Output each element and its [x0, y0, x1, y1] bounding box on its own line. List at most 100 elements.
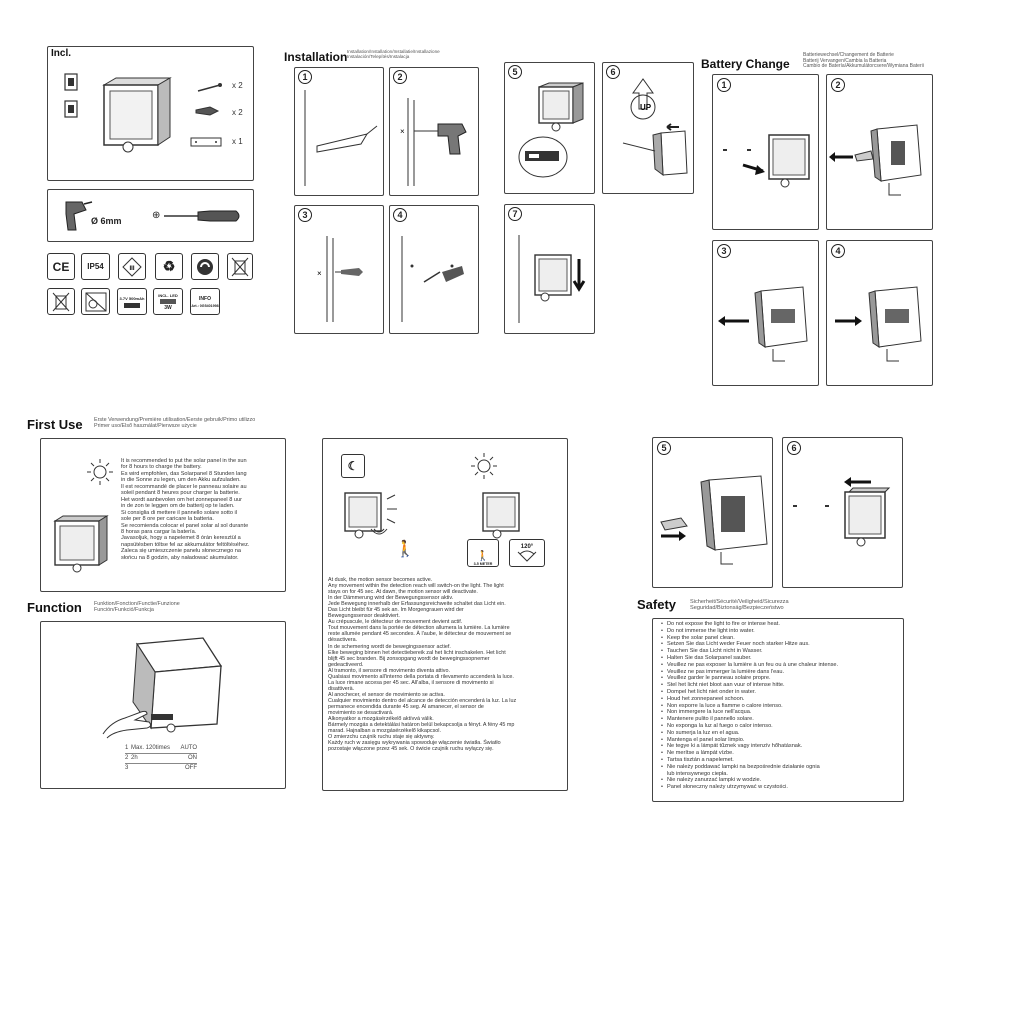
drill-size: Ø 6mm	[91, 216, 122, 226]
safety-list: •Do not expose the light to fire or inte…	[661, 621, 897, 791]
safety-item-text: Nie należy poddawać lampki na bezpośredn…	[667, 763, 820, 777]
safety-item: •Veuillez ne pas exposer la lumière à un…	[661, 661, 839, 668]
incl-led-label: INCL. LED	[158, 292, 178, 298]
mode-number: 1	[125, 745, 129, 751]
safety-title: Safety	[637, 597, 677, 612]
incl-led-icon: INCL. LED 3W	[153, 288, 183, 315]
safety-item-text: Mantenga el panel solar limpio.	[667, 736, 745, 743]
safety-item: •Setzen Sie das Licht weder Feuer noch s…	[661, 641, 810, 648]
mode-row: 3 OFF	[125, 764, 197, 773]
step-number: 1	[298, 70, 312, 84]
safety-item: •Nie należy zanurzać lampki w wodzie.	[661, 777, 762, 784]
green-dot-icon	[191, 253, 219, 280]
safety-item-text: Non esporre la luce a fiamme o calore in…	[667, 702, 783, 709]
install-step-3: 3 ×	[294, 205, 384, 334]
bulb-disposal-icon	[81, 288, 110, 315]
function-subtitle: Funktion/Fonction/Functie/Funzione Funci…	[94, 601, 180, 613]
safety-item: •Houd het zonnepaneel schoon.	[661, 695, 745, 702]
function-panel: 1 Max. 120times AUTO 2 2h ON 3 OFF	[40, 621, 286, 789]
lamp-night-drawing	[344, 492, 397, 539]
battery-illustration	[64, 73, 78, 118]
first-use-panel: It is recommended to put the solar panel…	[40, 438, 286, 592]
step-number: 3	[717, 244, 731, 258]
moon-icon: ☾	[341, 454, 365, 478]
safety-item-text: Tartsa tisztán a napelemet.	[667, 756, 734, 763]
safety-item: •Non immergere la luce nell'acqua.	[661, 709, 752, 716]
safety-item-text: Halten Sie das Solarpanel sauber.	[667, 654, 752, 661]
switch-closeup-drawing	[518, 82, 584, 178]
mode-desc	[131, 764, 185, 773]
mode-number: 2	[125, 755, 129, 761]
safety-item-text: Veuillez ne pas immerger la lumière dans…	[667, 668, 785, 675]
safety-item-text: Non immergere la luce nell'acqua.	[667, 709, 752, 716]
lamp-charging-drawing	[53, 515, 109, 573]
ce-mark-icon: CE	[47, 253, 75, 280]
safety-item-text: Veuillez ne pas exposer la lumière à un …	[667, 661, 839, 668]
safety-item: •Mantenere pulito il pannello solare.	[661, 716, 754, 723]
safety-item-text: Ne tegye ki a lámpát tűznek vagy intenzí…	[667, 743, 803, 750]
install-step-6: 6 UP	[602, 62, 694, 194]
step-number: 4	[393, 208, 407, 222]
wall-plate-drawing	[304, 90, 378, 186]
safety-item: •Ne merítse a lámpát vízbe.	[661, 750, 734, 757]
step-number: 5	[508, 65, 522, 79]
plug-qty: x 2	[232, 108, 243, 117]
battery-insert-drawing	[835, 286, 922, 362]
first-use-subtitle: Erste Verwendung/Première utilisation/Ee…	[94, 417, 256, 429]
mounting-plate-icon	[190, 137, 222, 147]
safety-item-text: No sumerja la luz en el agua.	[667, 729, 740, 736]
plug-insert-drawing: ×	[317, 236, 363, 322]
sensor-text: At dusk, the motion sensor becomes activ…	[328, 577, 517, 753]
cover-close-drawing	[660, 475, 768, 565]
install-step-1: 1	[294, 67, 384, 196]
function-title: Function	[27, 600, 82, 615]
install-step-5: 5	[504, 62, 595, 194]
safety-panel: •Do not expose the light to fire or inte…	[652, 618, 904, 802]
mode-number: 3	[125, 765, 129, 771]
safety-item: •Halten Sie das Solarpanel sauber.	[661, 654, 752, 661]
detection-range-label: 3-5 METER	[473, 562, 493, 566]
plate-screw-drawing	[401, 236, 464, 322]
weee-battery-icon	[47, 288, 75, 315]
safety-item-text: Do not expose the light to fire or inten…	[667, 621, 780, 627]
drill-icon	[65, 201, 93, 231]
safety-item-text: Houd het zonnepaneel schoon.	[667, 695, 745, 702]
incl-led-value: 3W	[164, 304, 172, 311]
safety-item: •Do not expose the light to fire or inte…	[661, 621, 780, 627]
step-number: 2	[831, 78, 845, 92]
step-number: 7	[508, 207, 522, 221]
battery-step-5: 5	[652, 437, 773, 588]
svg-text:×: ×	[317, 269, 322, 278]
safety-item: •Keep the solar panel clean.	[661, 634, 735, 641]
installation-title: Installation	[284, 50, 348, 64]
screwdriver-icon	[164, 210, 240, 222]
mode-state: OFF	[185, 765, 197, 771]
lamp-day-drawing	[482, 492, 520, 539]
safety-item-text: Keep the solar panel clean.	[667, 634, 735, 641]
battery-step-4: 4	[826, 240, 933, 386]
mode-state: AUTO	[180, 745, 197, 751]
safety-item: •Nie należy poddawać lampki na bezpośred…	[661, 763, 820, 777]
install-step-7: 7	[504, 204, 595, 334]
sensor-panel: ☾ 🚶 🚶 3-5 METER 120° At dusk, the motion…	[322, 438, 568, 791]
svg-text:×: ×	[400, 127, 405, 136]
recycle-icon: ♻	[155, 253, 183, 280]
lamp-front-drawing	[723, 134, 810, 188]
person-walking-icon: 🚶	[395, 541, 415, 558]
safety-item-text: Nie należy zanurzać lampki w wodzie.	[667, 777, 762, 784]
installation-subtitle: Installation/Installation/Installatie/In…	[347, 49, 440, 59]
plate-qty: x 1	[232, 137, 243, 146]
battery-step-3: 3	[712, 240, 819, 386]
first-use-title: First Use	[27, 417, 83, 432]
safety-item-text: Veuillez garder le panneau solaire propr…	[667, 675, 771, 682]
mode-state: ON	[188, 755, 197, 761]
safety-item-text: Ne merítse a lámpát vízbe.	[667, 750, 734, 757]
lamp-illustration	[102, 77, 172, 153]
safety-item-text: Panel słoneczny należy utrzymywać w czys…	[667, 784, 788, 791]
lamp-back-open-drawing	[829, 124, 922, 196]
safety-item-text: Mantenere pulito il pannello solare.	[667, 716, 754, 723]
screw-qty: x 2	[232, 81, 243, 90]
safety-item: •Mantenga el panel solar limpio.	[661, 736, 745, 743]
function-mode-table: 1 Max. 120times AUTO 2 2h ON 3 OFF	[125, 744, 197, 773]
battery-title: Battery Change	[701, 57, 790, 71]
